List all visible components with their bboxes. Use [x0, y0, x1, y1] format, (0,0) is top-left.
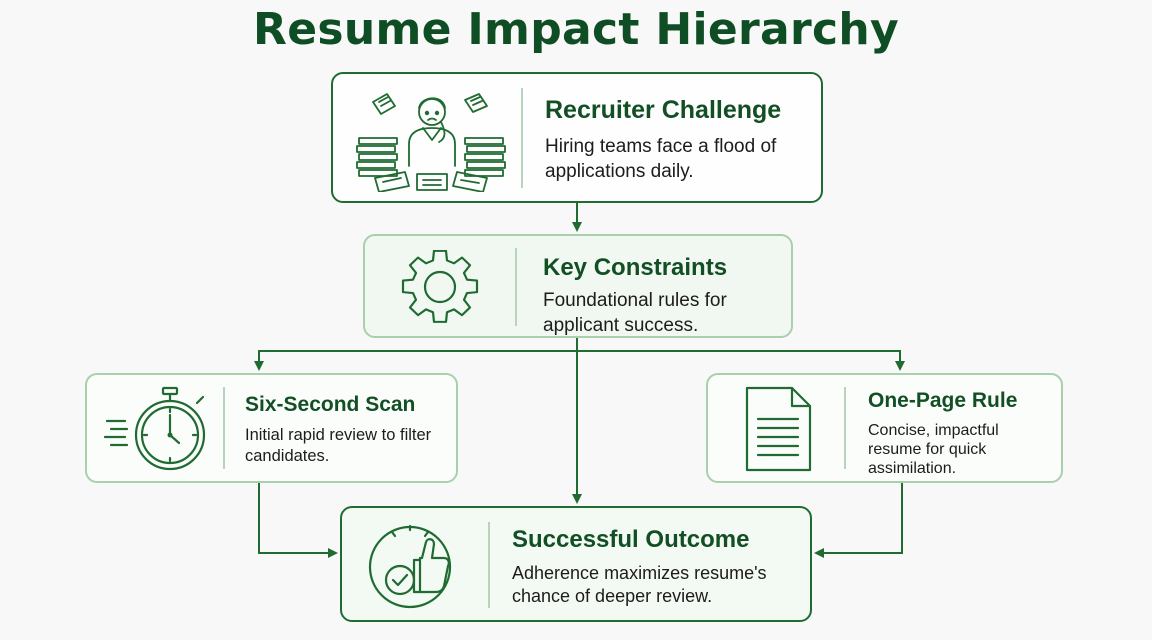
stopwatch-icon	[103, 386, 206, 471]
document-icon	[745, 386, 812, 472]
successful-outcome-heading: Successful Outcome	[512, 526, 750, 553]
edge-constraints-to-page	[577, 350, 905, 371]
node-divider	[844, 387, 846, 469]
node-divider	[223, 387, 225, 469]
six-second-scan-description: Initial rapid review to filter candidate…	[245, 426, 432, 465]
overwhelmed-recruiter-icon	[356, 93, 506, 192]
node-divider	[515, 248, 517, 326]
diagram-title: Resume Impact Hierarchy	[253, 4, 899, 55]
key-constraints-description: Foundational rules for applicant success…	[543, 290, 727, 336]
one-page-rule-description: Concise, impactful resume for quick assi…	[868, 422, 999, 477]
edge-page-to-outcome	[814, 483, 903, 558]
edge-constraints-to-scan	[254, 338, 578, 371]
one-page-rule-node: One-Page Rule Concise, impactful resume …	[706, 373, 1063, 483]
one-page-rule-heading: One-Page Rule	[868, 389, 1018, 412]
successful-outcome-node: Successful Outcome Adherence maximizes r…	[340, 506, 812, 622]
node-divider	[488, 522, 490, 608]
thumbs-up-check-icon	[368, 524, 452, 609]
edge-scan-to-outcome	[258, 483, 338, 558]
gear-icon	[401, 250, 479, 323]
successful-outcome-description: Adherence maximizes resume's chance of d…	[512, 563, 767, 606]
key-constraints-heading: Key Constraints	[543, 254, 728, 281]
key-constraints-node: Key Constraints Foundational rules for a…	[363, 234, 793, 338]
six-second-scan-node: Six-Second Scan Initial rapid review to …	[85, 373, 458, 483]
node-divider	[521, 88, 523, 188]
recruiter-challenge-description: Hiring teams face a flood of application…	[545, 136, 777, 182]
recruiter-challenge-node: Recruiter Challenge Hiring teams face a …	[331, 72, 823, 203]
recruiter-challenge-heading: Recruiter Challenge	[545, 96, 782, 124]
six-second-scan-heading: Six-Second Scan	[245, 393, 416, 416]
